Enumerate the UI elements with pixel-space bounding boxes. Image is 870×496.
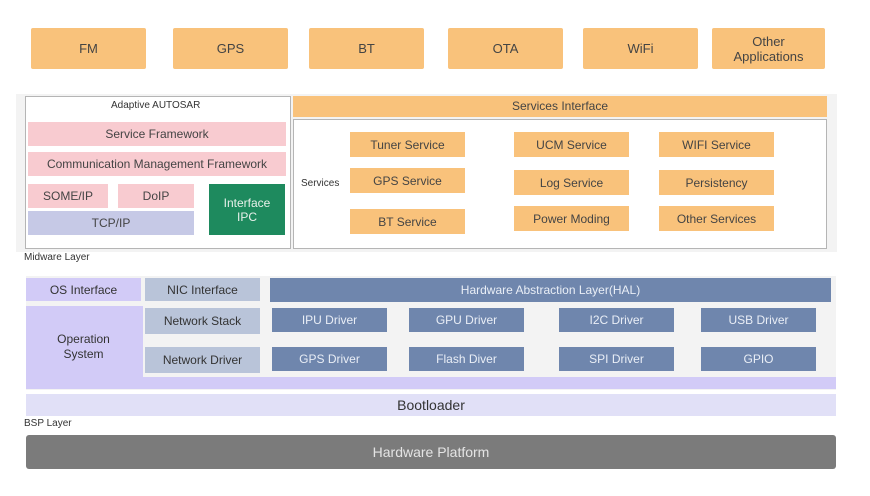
flash-driver: Flash Diver (409, 347, 524, 371)
communication-management-framework: Communication Management Framework (28, 152, 286, 176)
power-moding: Power Moding (514, 206, 629, 231)
app-other: Other Applications (712, 28, 825, 69)
bsp-layer-label: BSP Layer (24, 418, 72, 429)
tcpip-block: TCP/IP (28, 211, 194, 235)
gpio: GPIO (701, 347, 816, 371)
midware-layer-label: Midware Layer (24, 252, 90, 263)
someip-block: SOME/IP (28, 184, 108, 208)
bootloader: Bootloader (26, 394, 836, 416)
log-service: Log Service (514, 170, 629, 195)
gpu-driver: GPU Driver (409, 308, 524, 332)
wifi-service: WIFI Service (659, 132, 774, 157)
usb-driver: USB Driver (701, 308, 816, 332)
operation-system: Operation System (26, 306, 141, 388)
i2c-driver: I2C Driver (559, 308, 674, 332)
app-bt: BT (309, 28, 424, 69)
ucm-service: UCM Service (514, 132, 629, 157)
doip-block: DoIP (118, 184, 194, 208)
app-ota: OTA (448, 28, 563, 69)
adaptive-autosar-title: Adaptive AUTOSAR (111, 100, 201, 111)
os-strip (26, 377, 836, 389)
os-interface: OS Interface (26, 278, 141, 301)
app-gps: GPS (173, 28, 288, 69)
ipu-driver: IPU Driver (272, 308, 387, 332)
interface-ipc-block: Interface IPC (209, 184, 285, 235)
spi-driver: SPI Driver (559, 347, 674, 371)
app-fm: FM (31, 28, 146, 69)
services-label: Services (301, 178, 340, 189)
persistency: Persistency (659, 170, 774, 195)
network-driver: Network Driver (145, 347, 260, 373)
service-framework: Service Framework (28, 122, 286, 146)
gps-service: GPS Service (350, 168, 465, 193)
app-wifi: WiFi (583, 28, 698, 69)
network-stack: Network Stack (145, 308, 260, 334)
services-interface: Services Interface (293, 96, 827, 117)
os-connector (141, 306, 143, 388)
tuner-service: Tuner Service (350, 132, 465, 157)
other-services: Other Services (659, 206, 774, 231)
nic-interface: NIC Interface (145, 278, 260, 301)
bt-service: BT Service (350, 209, 465, 234)
gps-driver: GPS Driver (272, 347, 387, 371)
hal-bar: Hardware Abstraction Layer(HAL) (270, 278, 831, 302)
hardware-platform: Hardware Platform (26, 435, 836, 469)
